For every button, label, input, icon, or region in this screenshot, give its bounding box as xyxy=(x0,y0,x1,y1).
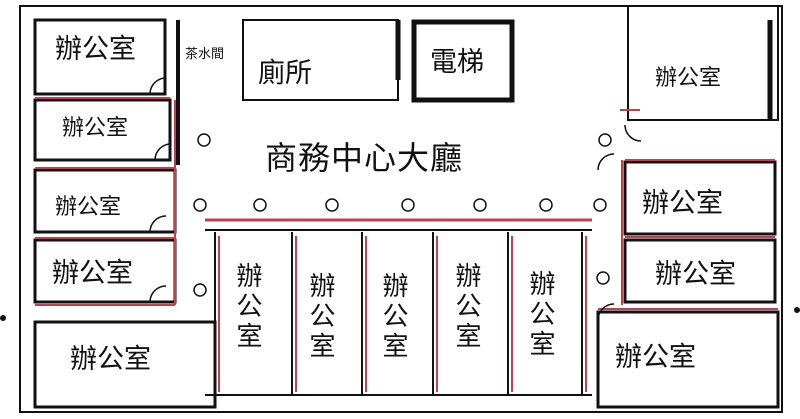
office-right-2-label: 辦公室 xyxy=(642,188,723,219)
outer-wall xyxy=(19,5,783,413)
cubicle-5-label: 辦公室 xyxy=(525,270,555,360)
door-swings xyxy=(149,77,642,321)
office-left-4-label: 辦公室 xyxy=(52,258,133,289)
cubicle-walls xyxy=(205,232,592,396)
office-bottom-left-label: 辦公室 xyxy=(70,344,151,375)
right-office-accent xyxy=(598,109,778,310)
cubicle-1-label: 辦公室 xyxy=(232,262,262,352)
elevator-wall xyxy=(411,19,515,103)
office-bottom-right-label: 辦公室 xyxy=(615,342,696,373)
cubicle-2-label: 辦公室 xyxy=(305,272,335,362)
left-office-accent xyxy=(35,97,176,306)
office-top-left-label: 辦公室 xyxy=(55,34,136,65)
pantry-label: 茶水間 xyxy=(185,47,225,62)
top-right-office-wall xyxy=(627,5,779,121)
office-left-2-label: 辦公室 xyxy=(62,116,129,141)
cubicle-4-label: 辦公室 xyxy=(451,262,481,352)
right-office-walls xyxy=(596,160,780,409)
lobby-label: 商務中心大廳 xyxy=(265,139,464,177)
office-right-3-label: 辦公室 xyxy=(655,259,736,290)
office-left-3-label: 辦公室 xyxy=(55,195,122,220)
restroom-label: 廁所 xyxy=(258,58,312,89)
column-markers xyxy=(193,133,612,297)
cubicle-3-label: 辦公室 xyxy=(378,272,408,362)
left-edge-mark xyxy=(0,315,6,321)
elevator-label: 電梯 xyxy=(430,47,484,78)
office-top-right-label: 辦公室 xyxy=(655,66,722,91)
right-edge-mark xyxy=(794,307,800,313)
cubicle-accent xyxy=(218,236,587,392)
